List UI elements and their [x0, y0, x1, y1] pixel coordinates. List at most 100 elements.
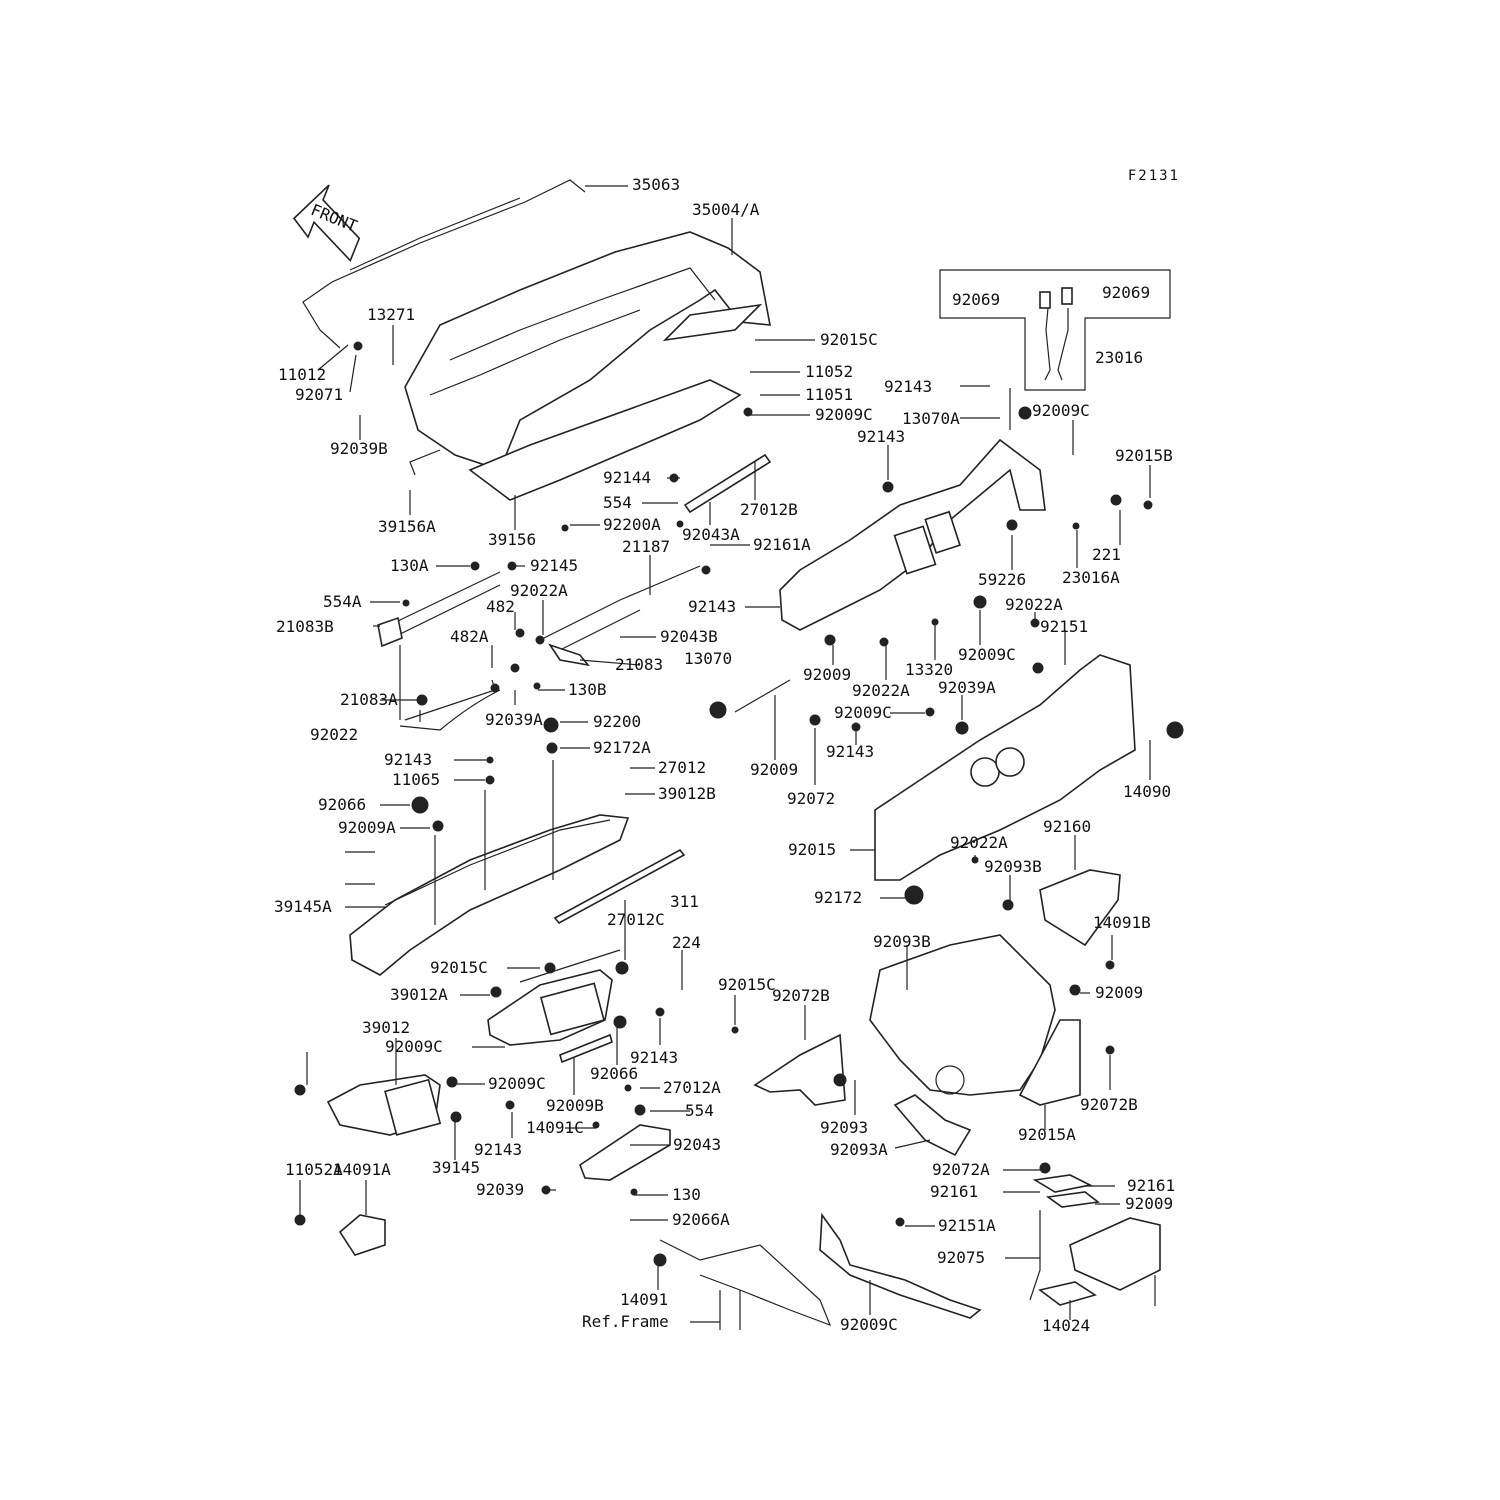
callout-label: 27012A: [663, 1078, 721, 1097]
ref-frame-label: Ref.Frame: [582, 1312, 669, 1331]
callout-label: 554: [685, 1101, 714, 1120]
callout-label: 39145A: [274, 897, 332, 916]
callout-label: 92039: [476, 1180, 524, 1199]
callout-label: 11052A: [285, 1160, 343, 1179]
callout-label: 221: [1092, 545, 1121, 564]
callout-label: 92144: [603, 468, 651, 487]
callout-label: 59226: [978, 570, 1026, 589]
callout-label: 14091A: [333, 1160, 391, 1179]
callout-label: 92009C: [834, 703, 892, 722]
callout-label: 92145: [530, 556, 578, 575]
callout-label: 92200A: [603, 515, 661, 534]
callout-label: 92160: [1043, 817, 1091, 836]
callout-label: 21187: [622, 537, 670, 556]
callout-label: 35063: [632, 175, 680, 194]
callout-label: 92009B: [546, 1096, 604, 1115]
callout-label: 92009C: [1032, 401, 1090, 420]
callout-label: 39156: [488, 530, 536, 549]
callout-label: 92022A: [1005, 595, 1063, 614]
callout-label: 92009: [803, 665, 851, 684]
tub-14091B: [869, 934, 1056, 1096]
glovebox-39012B: [349, 814, 630, 976]
tray-14091C: [579, 1124, 671, 1181]
callout-label: 92172: [814, 888, 862, 907]
callout-label: 482: [486, 597, 515, 616]
callout-label: 130: [672, 1185, 701, 1204]
callout-label: 92009C: [815, 405, 873, 424]
callout-label: 92009C: [385, 1037, 443, 1056]
callout-label: 39012A: [390, 985, 448, 1004]
callout-label: 92093A: [830, 1140, 888, 1159]
callout-label: 92072B: [772, 986, 830, 1005]
callout-label: 92009A: [338, 818, 396, 837]
callout-label: 92069: [952, 290, 1000, 309]
callout-label: 21083A: [340, 690, 398, 709]
callout-label: 92093B: [984, 857, 1042, 876]
callout-label: 92022A: [852, 681, 910, 700]
callout-label: 92043A: [682, 525, 740, 544]
callout-label: 13070: [684, 649, 732, 668]
callout-label: 13070A: [902, 409, 960, 428]
callout-label: 21083B: [276, 617, 334, 636]
bracket-92093: [893, 1094, 972, 1157]
callout-label: 92075: [937, 1248, 985, 1267]
part-shapes: [294, 179, 1184, 1330]
callout-label: 92069: [1102, 283, 1150, 302]
callout-label: 11052: [805, 362, 853, 381]
callout-label: 27012B: [740, 500, 798, 519]
callout-label: 92072A: [932, 1160, 990, 1179]
inset-box: [939, 269, 1171, 391]
callout-label: 23016: [1095, 348, 1143, 367]
callout-label: 92066A: [672, 1210, 730, 1229]
callout-label: 92143: [688, 597, 736, 616]
callout-label: 92022A: [950, 833, 1008, 852]
callout-label: 92161: [930, 1182, 978, 1201]
callout-label: 39012: [362, 1018, 410, 1037]
callout-label: 92143: [474, 1140, 522, 1159]
callout-label: 92143: [857, 427, 905, 446]
callout-label: 27012C: [607, 910, 665, 929]
callout-label: 92151: [1040, 617, 1088, 636]
callout-label: 13320: [905, 660, 953, 679]
callout-label: 92039B: [330, 439, 388, 458]
callout-label: 92143: [826, 742, 874, 761]
callout-label: 92009: [750, 760, 798, 779]
callout-label: 11065: [392, 770, 440, 789]
callout-label: 92015B: [1115, 446, 1173, 465]
callout-label: 482A: [450, 627, 489, 646]
callout-labels: 92069 92069 23016 Ref.Frame 35063 35004/…: [274, 175, 1175, 1335]
callout-label: 11051: [805, 385, 853, 404]
callout-label: 92093B: [873, 932, 931, 951]
callout-label: 554A: [323, 592, 362, 611]
callout-label: 554: [603, 493, 632, 512]
callout-label: 92072B: [1080, 1095, 1138, 1114]
callout-label: 92143: [384, 750, 432, 769]
callout-label: 92200: [593, 712, 641, 731]
shield-92093A: [1018, 1019, 1081, 1106]
callout-label: 130B: [568, 680, 607, 699]
shield-92093B-right: [1039, 869, 1121, 947]
callout-label: 92143: [884, 377, 932, 396]
callout-label: 92172A: [593, 738, 651, 757]
callout-label: 14090: [1123, 782, 1171, 801]
roll-bar-rod: [302, 179, 586, 349]
callout-label: 311: [670, 892, 699, 911]
callout-label: 224: [672, 933, 701, 952]
tray-panel: [468, 379, 742, 501]
callout-label: 92015C: [718, 975, 776, 994]
figure-code: F2131: [1128, 168, 1180, 184]
floor-panel-14091: [819, 1212, 982, 1319]
callout-label: 92066: [590, 1064, 638, 1083]
callout-label: 92022A: [510, 581, 568, 600]
callout-label: 92015C: [430, 958, 488, 977]
callout-label: 92043B: [660, 627, 718, 646]
callout-label: 92009C: [958, 645, 1016, 664]
callout-label: 92009C: [840, 1315, 898, 1334]
callout-label: 92015: [788, 840, 836, 859]
callout-label: 14091C: [526, 1118, 584, 1137]
callout-label: 39012B: [658, 784, 716, 803]
callout-label: 14091: [620, 1290, 668, 1309]
callout-label: 92143: [630, 1048, 678, 1067]
callout-label: 92009: [1125, 1194, 1173, 1213]
